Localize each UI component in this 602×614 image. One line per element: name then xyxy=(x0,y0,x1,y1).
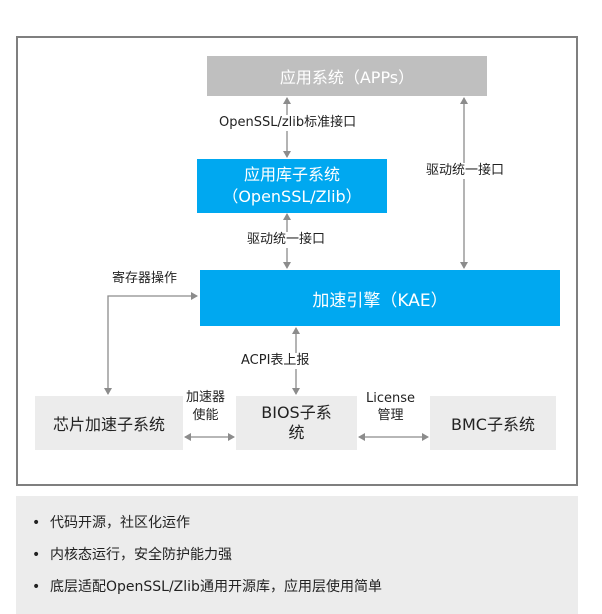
app-system-box: 应用系统（APPs） xyxy=(207,56,487,96)
label-accel-enable: 加速器 使能 xyxy=(186,389,226,425)
label-driver-interface-mid: 驱动统一接口 xyxy=(247,232,326,248)
label-driver-interface-right: 驱动统一接口 xyxy=(426,163,505,179)
label-openssl-zlib-interface: OpenSSL/zlib标准接口 xyxy=(219,115,357,131)
chip-subsystem-box: 芯片加速子系统 xyxy=(35,396,183,450)
bullet-dot: • xyxy=(32,579,41,595)
chip-subsystem-label: 芯片加速子系统 xyxy=(52,415,165,434)
bmc-subsystem-label: BMC子系统 xyxy=(451,415,535,434)
bullet-dot: • xyxy=(32,515,41,531)
arrow-register-ops xyxy=(104,292,198,395)
lib-subsystem-box: 应用库子系统 （OpenSSL/Zlib） xyxy=(197,159,387,213)
feature-bullet-3: •底层适配OpenSSL/Zlib通用开源库，应用层使用简单 xyxy=(32,579,382,595)
bios-subsystem-box: BIOS子系 统 xyxy=(236,396,357,450)
app-system-label: 应用系统（APPs） xyxy=(279,68,415,87)
bios-subsystem-label-line1: BIOS子系 xyxy=(261,403,332,422)
feature-bullet-1: •代码开源，社区化运作 xyxy=(32,515,190,531)
kae-box: 加速引擎（KAE） xyxy=(200,270,560,326)
bmc-subsystem-box: BMC子系统 xyxy=(430,396,556,450)
bullet-dot: • xyxy=(32,547,41,563)
bios-subsystem-label-line2: 统 xyxy=(288,423,305,442)
label-acpi-report: ACPI表上报 xyxy=(241,353,310,369)
lib-subsystem-label-line2: （OpenSSL/Zlib） xyxy=(222,187,362,206)
label-register-ops: 寄存器操作 xyxy=(112,271,178,287)
feature-bullet-2: •内核态运行，安全防护能力强 xyxy=(32,547,232,563)
features-panel: •代码开源，社区化运作 •内核态运行，安全防护能力强 •底层适配OpenSSL/… xyxy=(16,496,578,614)
lib-subsystem-label-line1: 应用库子系统 xyxy=(243,165,340,185)
label-license-management: License 管理 xyxy=(366,391,416,425)
kae-label: 加速引擎（KAE） xyxy=(312,290,448,311)
